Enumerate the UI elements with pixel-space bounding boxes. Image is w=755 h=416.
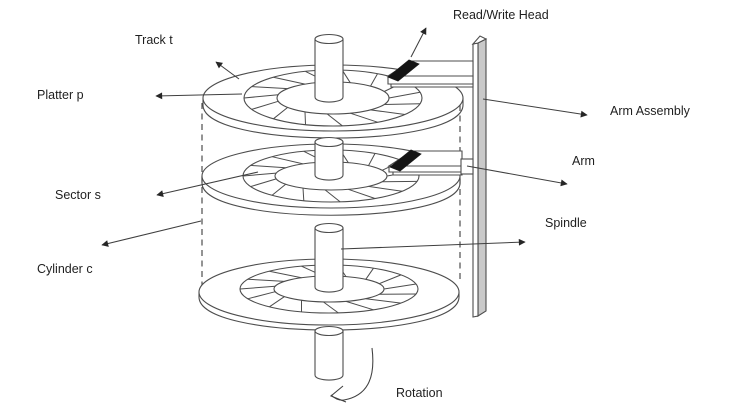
arm-assembly-arrow xyxy=(482,98,588,118)
sector-divider-line xyxy=(251,86,288,90)
sector-divider-line xyxy=(323,301,339,314)
arm-assembly-side-face xyxy=(477,38,487,317)
spindle-segment xyxy=(314,141,344,181)
sector-divider-line xyxy=(243,94,279,99)
sector-divider-line xyxy=(326,113,343,127)
spindle-bottom-segment-top xyxy=(314,325,344,337)
sector-divider-line xyxy=(348,188,376,199)
spindle-bottom xyxy=(314,325,374,403)
sector-divider-line xyxy=(384,103,421,105)
sector-divider-line xyxy=(251,100,279,110)
sector-divider-line xyxy=(269,270,302,279)
sector-divider-line xyxy=(304,111,306,125)
sector-divider-line xyxy=(341,69,351,84)
sector-divider-line xyxy=(388,91,421,99)
spindle-segment xyxy=(314,38,344,103)
sector-divider-line xyxy=(365,298,402,304)
spindle-bottom-segment xyxy=(314,330,344,381)
arm-lip xyxy=(390,83,474,88)
arm-assembly-bar xyxy=(471,35,488,318)
platter-side xyxy=(201,176,461,216)
sector-divider-line xyxy=(271,156,304,165)
platter-arrow xyxy=(155,92,243,100)
label-sector: Sector s xyxy=(55,188,101,202)
sector-divider-line xyxy=(273,76,306,85)
sector-divider-line xyxy=(250,178,277,188)
sector-divider-line xyxy=(345,300,374,311)
arm-assembly-top-face xyxy=(471,35,488,45)
arm-assembly-front-face xyxy=(472,42,479,318)
sector-divider-line xyxy=(383,283,417,290)
arm-lip xyxy=(392,171,463,176)
sector-divider-line xyxy=(247,278,285,282)
label-read-write-head: Read/Write Head xyxy=(453,8,549,22)
sector-divider-line xyxy=(350,112,378,123)
label-platter: Platter p xyxy=(37,88,84,102)
read-write-head-top xyxy=(387,59,420,82)
sector-divider-line xyxy=(242,172,277,177)
sector-divider-line xyxy=(273,107,289,120)
rotation-arrowhead xyxy=(329,385,347,403)
label-track: Track t xyxy=(135,33,173,47)
sector-divider-line xyxy=(370,73,378,87)
sector-divider-line xyxy=(271,183,287,196)
sector-divider-line xyxy=(302,188,305,201)
sector-divider-line xyxy=(239,285,276,290)
spindle-segment-top xyxy=(314,222,344,234)
label-rotation: Rotation xyxy=(396,386,443,400)
sector-divider-line xyxy=(368,185,403,192)
sector-divider-line xyxy=(247,291,276,300)
track-arrow xyxy=(215,61,240,80)
sector-divider-line xyxy=(250,164,286,169)
sector-divider-line xyxy=(365,267,374,280)
label-spindle: Spindle xyxy=(545,216,587,230)
sector-arrow xyxy=(156,171,259,197)
label-arm-assembly: Arm Assembly xyxy=(610,104,691,118)
platter-bottom xyxy=(198,222,460,331)
arm-arrow xyxy=(466,165,568,187)
spindle-segment-top xyxy=(314,33,344,45)
label-arm: Arm xyxy=(572,154,595,168)
sector-divider-line xyxy=(324,189,341,203)
arm-middle xyxy=(387,149,474,176)
sector-divider-line xyxy=(269,296,285,308)
arm-top xyxy=(386,59,474,88)
spindle-segment xyxy=(314,227,344,293)
cylinder-arrow xyxy=(101,220,202,247)
spindle-arrow xyxy=(340,238,526,250)
read-write-head-arrow xyxy=(410,27,427,58)
sector-divider-line xyxy=(379,274,402,285)
platter-middle xyxy=(201,136,461,216)
spindle-segment-top xyxy=(314,136,344,148)
sector-divider-line xyxy=(368,153,376,166)
read-write-head-middle xyxy=(389,149,422,172)
sector-divider-line xyxy=(370,109,406,115)
label-cylinder: Cylinder c xyxy=(37,262,93,276)
